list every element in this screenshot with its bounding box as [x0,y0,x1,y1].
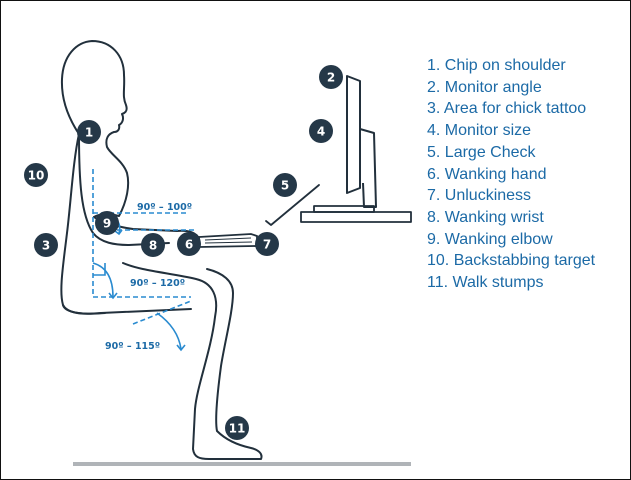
badge-7: 7 [255,232,279,256]
check-mark [265,184,320,226]
legend-item-7: 7. Unluckiness [427,187,532,205]
badge-6: 6 [177,232,201,256]
thigh [122,262,263,460]
legend-item-10: 10. Backstabbing target [427,252,596,270]
badge-circle [77,120,101,144]
badge-number: 8 [149,239,157,253]
badge-circle [177,232,201,256]
badge-circle [141,233,165,257]
badge-circle [309,119,333,143]
badge-number: 10 [28,169,45,183]
badge-number: 5 [281,179,289,193]
seat [62,304,106,315]
desk [300,205,412,223]
badge-3: 3 [34,233,58,257]
badge-circle [24,163,48,187]
knee-angle-label: 90º – 115º [105,341,160,352]
badge-circle [255,232,279,256]
badge-number: 6 [185,238,193,252]
keyboard [198,233,258,248]
badge-number: 4 [317,125,325,139]
legend-item-6: 6. Wanking hand [427,165,547,183]
badge-2: 2 [319,65,343,89]
legend-item-8: 8. Wanking wrist [427,208,544,226]
legend-item-2: 2. Monitor angle [427,78,542,96]
legend-item-4: 4. Monitor size [427,122,532,140]
badge-10: 10 [24,163,48,187]
badge-number: 3 [42,239,50,253]
badge-circle [34,233,58,257]
badge-number: 7 [263,238,271,252]
legend-item-1: 1. Chip on shoulder [427,57,566,74]
hip-angle-label: 90º – 120º [130,278,185,289]
badge-11: 11 [225,416,249,440]
badge-number: 1 [85,126,93,140]
badge-1: 1 [77,120,101,144]
badge-9: 9 [95,211,119,235]
badge-5: 5 [273,173,297,197]
legend-item-9: 9. Wanking elbow [427,230,553,248]
badge-circle [225,416,249,440]
badge-8: 8 [141,233,165,257]
badge-number: 11 [229,422,246,436]
elbow-angle-label: 90º – 100º [137,202,192,213]
legend-item-3: 3. Area for chick tattoo [427,100,587,118]
legend-item-11: 11. Walk stumps [427,274,544,292]
legend-list: 1. Chip on shoulder 2. Monitor angle 3. … [427,55,595,294]
badge-number: 2 [327,71,335,85]
badge-circle [273,173,297,197]
legend-item-5: 5. Large Check [427,143,536,161]
arm [78,133,201,249]
badge-4: 4 [309,119,333,143]
monitor [346,75,377,208]
badge-number: 9 [103,217,111,231]
badge-circle [95,211,119,235]
badge-circle [319,65,343,89]
